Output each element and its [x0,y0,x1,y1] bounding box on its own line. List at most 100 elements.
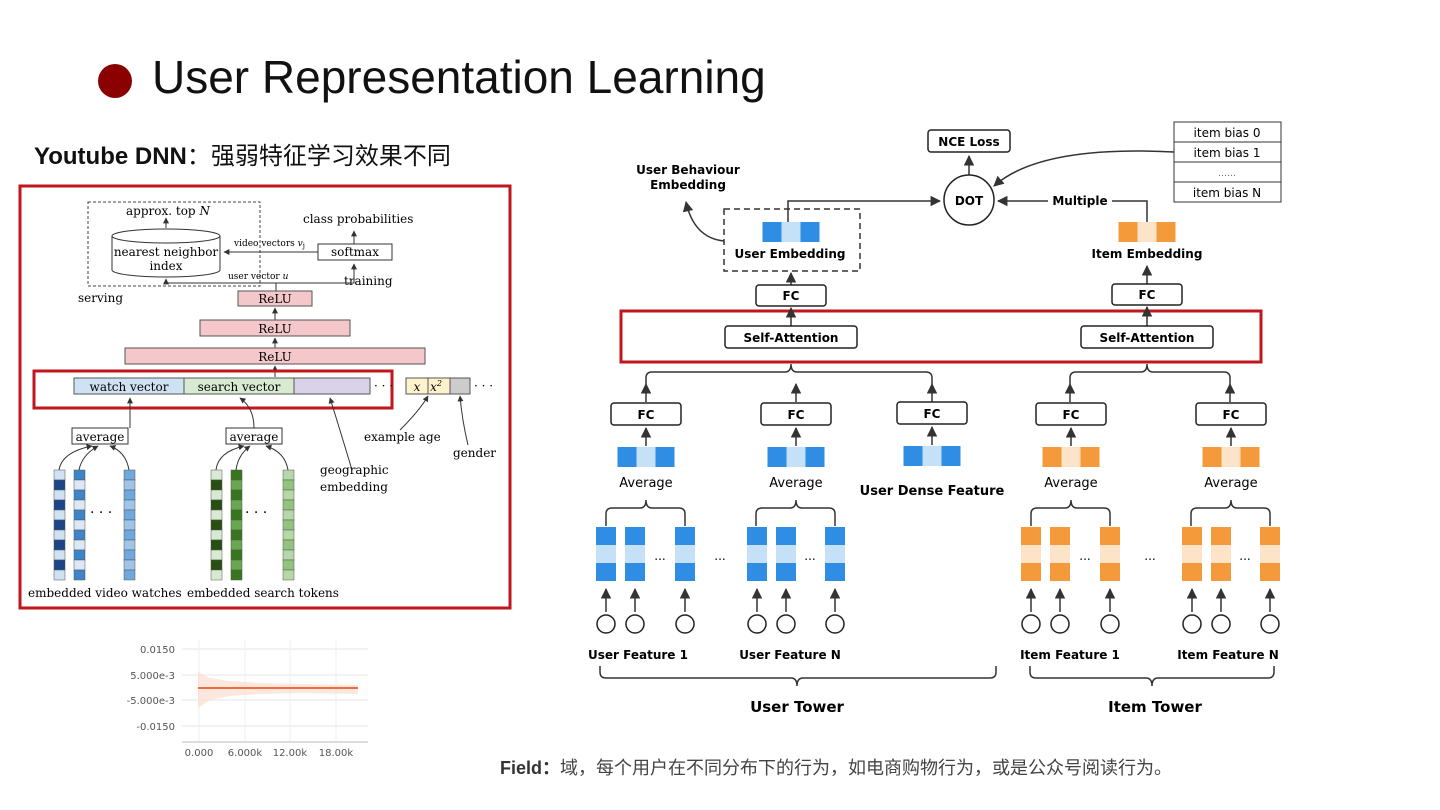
feature-cell [825,563,845,581]
relu-layer-1 [124,347,426,365]
loss-y-tick-0: 0.0150 [140,645,175,656]
embedding-cell [282,549,295,561]
feature-cell [596,527,616,545]
vector-cell [1137,222,1157,242]
embedding-cell [123,559,136,571]
item-bias-0: item bias 0 [1194,126,1261,140]
loss-y-tick-2: -5.000e-3 [127,696,175,707]
embedding-cell [123,549,136,561]
feature-column [1211,527,1231,634]
embedding-cell [53,499,66,511]
embedding-cell [73,569,86,581]
user-behaviour-label-2: Embedding [650,178,726,192]
embedding-cell [73,509,86,521]
feature-cell [1211,545,1231,563]
feature-cell [1021,563,1041,581]
vector-cell [1202,447,1222,467]
fc-item-n-label: FC [1222,408,1239,422]
fc-user-dense-label: FC [923,407,940,421]
feature-input-node [596,614,616,634]
nce-loss-label: NCE Loss [938,135,999,149]
vector-cell [1080,447,1100,467]
item-feature-1-label: Item Feature 1 [1020,648,1120,662]
youtube-dnn-frame [18,184,512,610]
average-item-n: Average [1204,476,1257,491]
vector-cell [1240,447,1260,467]
field-note-text: 域，每个用户在不同分布下的行为，如电商购物行为，或是公众号阅读行为。 [560,758,1173,778]
relu-layer-2 [199,319,351,337]
vector-cell [1156,222,1176,242]
embedding-cell [123,469,136,481]
feature-cell [1050,527,1070,545]
ellipsis-ufn: ... [804,549,815,563]
field-note: Field：域，每个用户在不同分布下的行为，如电商购物行为，或是公众号阅读行为。 [500,754,1172,780]
average-label-search: average [230,430,279,444]
average-user-n: Average [769,476,822,491]
item-fc-top [1111,283,1183,306]
feature-cell [1100,527,1120,545]
relu-label-1: ReLU [258,350,292,364]
feature-cell [776,545,796,563]
embedding-cell [73,469,86,481]
item-feature-n-label: Item Feature N [1177,648,1279,662]
feature-input-node [1211,614,1231,634]
feature-input-node [625,614,645,634]
embedding-cell [123,539,136,551]
serving-box [87,201,261,287]
item-bias-n: item bias N [1193,186,1261,200]
embedding-cell [230,509,243,521]
title-bullet-icon [98,64,132,98]
item-embedding-cells [1118,222,1176,242]
user-feature-1-label: User Feature 1 [588,648,688,662]
vector-cell [1221,447,1241,467]
embedding-cell [210,469,223,481]
feature-cell [596,545,616,563]
watch-vector-label: watch vector [90,380,169,394]
embedding-ellipsis-watches: · · · [90,505,112,521]
feature-cell [1211,527,1231,545]
embedding-cell [53,479,66,491]
item-self-attention [1080,325,1214,349]
embedding-cell [123,479,136,491]
embedded-video-watches-label: embedded video watches [28,586,182,600]
embedding-column [282,469,295,581]
embedding-cell [230,499,243,511]
feature-column [825,527,845,634]
fc-item-1-label: FC [1062,408,1079,422]
feature-cell [625,563,645,581]
vector-cell [767,447,787,467]
vector-cell [805,447,825,467]
embedding-cell [53,539,66,551]
loss-chart: 0.0150 5.000e-3 -5.000e-3 -0.0150 0.000 … [120,632,370,762]
feature-input-node [825,614,845,634]
embedding-column [230,469,243,581]
user-behaviour-label-1: User Behaviour [636,163,740,177]
embedding-cell [282,479,295,491]
feature-column [1182,527,1202,634]
user-embedding-cells [762,222,820,242]
approx-top-label: approx. top N [126,204,210,218]
feature-cell [1260,527,1280,545]
geographic-embedding-box [293,377,371,395]
example-age-label: example age [364,430,441,444]
feature-column [747,527,767,634]
embedding-cell [282,489,295,501]
embedding-cell [210,539,223,551]
ellipsis-ifn: ... [1239,549,1250,563]
item-bias-table: item bias 0 item bias 1 …… item bias N [1173,121,1282,203]
embedding-cell [282,509,295,521]
pooled-vectors [617,446,1260,467]
pooled-vector-item-1 [1042,447,1100,467]
fc-user-dense [896,401,968,425]
embedding-column [210,469,223,581]
item-tower-brace [1029,666,1275,687]
gender-label: gender [453,446,496,460]
item-bias-ellipsis: …… [1218,169,1236,179]
nn-index-cylinder: nearest neighbor index [111,228,221,278]
fc-user-n-label: FC [787,408,804,422]
ellipsis-user-between: ... [714,549,725,563]
loss-x-tick-0: 0.000 [185,748,214,759]
embedding-cell [53,469,66,481]
embedding-cell [73,489,86,501]
